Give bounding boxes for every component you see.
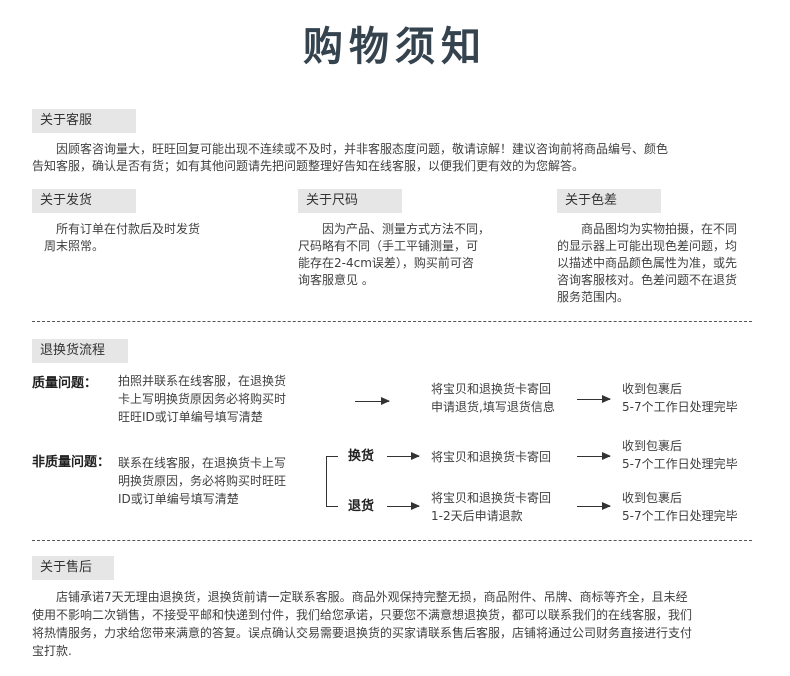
divider (32, 540, 752, 541)
shipping-text-line-1: 所有订单在付款后及时发货 (56, 222, 201, 236)
aftersale-text-line-2: 使用不影响二次销售，不接受平邮和快递到付件，我们给您承诺，只要您不满意想退换货，… (32, 608, 693, 622)
nonquality-text-line-2: 明换货原因，务必将购买时旺旺 (118, 474, 287, 488)
section-tag-service: 关于客服 (32, 109, 136, 133)
exchange-step: 将宝贝和退换货卡寄回 (431, 450, 552, 464)
nonquality-issue-label: 非质量问题： (32, 455, 111, 470)
section-tag-shipping: 关于发货 (32, 189, 136, 213)
arrow-right-icon (577, 395, 611, 403)
quality-step-line-1: 将宝贝和退换货卡寄回 (431, 382, 552, 396)
nonquality-text-line-1: 联系在线客服，在退换货卡上写 (118, 456, 287, 470)
size-text-line-2: 尺码略有不同（手工平铺测量，可 (298, 239, 479, 253)
refund-result-line-2: 5-7个工作日处理完毕 (622, 509, 738, 523)
quality-step-line-2: 申请退货,填写退货信息 (431, 400, 555, 414)
quality-text-line-2: 卡上写明换货原因务必将购买时 (118, 392, 287, 406)
aftersale-text-line-1: 店铺承诺7天无理由退换货，退换货前请一定联系客服。商品外观保持完整无损，商品附件… (56, 590, 688, 604)
quality-result-line-1: 收到包裹后 (622, 382, 683, 396)
exchange-label: 换货 (348, 449, 375, 464)
section-tag-size: 关于尺码 (298, 189, 402, 213)
exchange-result-line-2: 5-7个工作日处理完毕 (622, 457, 738, 471)
branch-bracket-vertical (326, 456, 327, 506)
color-text-line-1: 商品图均为实物拍摄，在不同 (581, 222, 738, 236)
section-tag-aftersale: 关于售后 (32, 556, 114, 580)
shipping-text-line-2: 周末照常。 (44, 239, 105, 253)
quality-issue-label: 质量问题： (32, 376, 98, 391)
arrow-right-icon (577, 452, 611, 460)
section-tag-color: 关于色差 (557, 189, 661, 213)
quality-result-line-2: 5-7个工作日处理完毕 (622, 400, 738, 414)
aftersale-text-line-3: 将热情服务，力求给您带来满意的答复。误点确认交易需要退换货的买家请联系售后客服，… (32, 626, 693, 640)
divider (32, 321, 752, 322)
arrow-right-icon (577, 502, 611, 510)
size-text-line-4: 询客服意见 。 (298, 273, 374, 287)
exchange-result-line-1: 收到包裹后 (622, 439, 683, 453)
page-title: 购物须知 (303, 24, 487, 70)
arrow-right-icon (387, 502, 420, 510)
refund-step-line-1: 将宝贝和退换货卡寄回 (431, 491, 552, 505)
color-text-line-4: 咨询客服核对。色差问题不在退货 (557, 273, 738, 287)
section-tag-returns: 退换货流程 (32, 339, 128, 363)
size-text-line-1: 因为产品、测量方式方法不同， (322, 222, 491, 236)
arrow-right-icon (355, 397, 390, 405)
color-text-line-3: 以描述中商品颜色属性为准，或先 (557, 256, 738, 270)
branch-bracket-top (326, 456, 338, 457)
refund-step-line-2: 1-2天后申请退款 (431, 509, 523, 523)
service-text-line-1: 因顾客咨询量大，旺旺回复可能出现不连续或不及时，并非客服态度问题，敬请谅解！建议… (56, 142, 669, 156)
aftersale-text-line-4: 宝打款. (32, 644, 72, 658)
color-text-line-2: 的显示器上可能出现色差问题，均 (557, 239, 738, 253)
arrow-right-icon (387, 452, 420, 460)
nonquality-text-line-3: ID或订单编号填写清楚 (118, 492, 239, 506)
color-text-line-5: 服务范围内。 (557, 290, 630, 304)
service-text-line-2: 告知客服，确认是否有货；如有其他问题请先把问题整理好告知在线客服，以便我们更有效… (32, 159, 585, 173)
branch-bracket-bottom (326, 506, 338, 507)
quality-text-line-1: 拍照并联系在线客服，在退换货 (118, 374, 287, 388)
size-text-line-3: 能存在2-4cm误差），购买前可咨 (298, 256, 474, 270)
refund-label: 退货 (348, 499, 375, 514)
quality-text-line-3: 旺旺ID或订单编号填写清楚 (118, 410, 263, 424)
refund-result-line-1: 收到包裹后 (622, 491, 683, 505)
